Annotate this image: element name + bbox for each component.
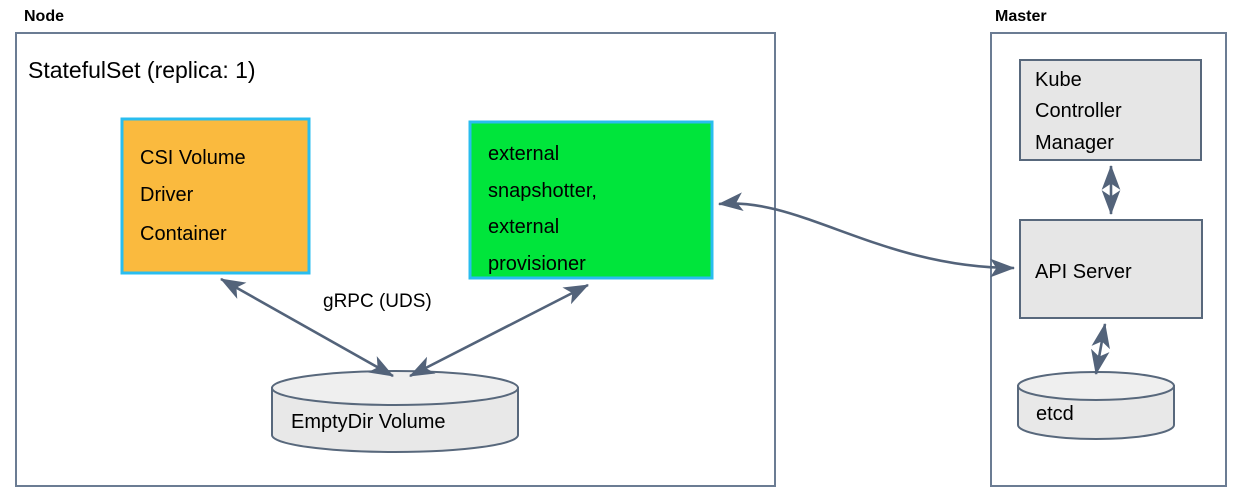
box-kube-controller-manager[interactable]: Kube Controller Manager bbox=[1019, 59, 1202, 161]
csi-driver-line-2: Driver bbox=[140, 184, 194, 206]
edge-csi-driver-to-emptydir bbox=[220, 277, 394, 378]
csi-driver-line-3: Container bbox=[140, 223, 227, 245]
cylinder-etcd[interactable]: etcd bbox=[1017, 371, 1175, 440]
zone-label-master: Master bbox=[995, 8, 1047, 25]
kcm-line-2: Controller bbox=[1035, 100, 1122, 122]
external-sidecars-line-3: external bbox=[488, 216, 559, 238]
external-sidecars-line-2: snapshotter, bbox=[488, 180, 597, 202]
external-sidecars-line-1: external bbox=[488, 143, 559, 165]
etcd-label: etcd bbox=[1036, 403, 1074, 425]
cylinder-emptydir-volume[interactable]: EmptyDir Volume bbox=[271, 370, 519, 453]
external-sidecars-line-4: provisioner bbox=[488, 253, 586, 275]
kcm-line-3: Manager bbox=[1035, 132, 1114, 154]
edge-api-server-to-etcd bbox=[1091, 322, 1110, 376]
emptydir-label: EmptyDir Volume bbox=[291, 411, 446, 433]
edge-sidecars-to-emptydir bbox=[409, 283, 589, 378]
api-server-label: API Server bbox=[1035, 261, 1132, 283]
box-csi-volume-driver-container[interactable]: CSI Volume Driver Container bbox=[120, 117, 311, 275]
zone-label-node: Node bbox=[24, 8, 64, 25]
box-external-sidecars[interactable]: external snapshotter, external provision… bbox=[468, 120, 714, 280]
edge-sidecars-to-api-server bbox=[717, 192, 1016, 278]
statefulset-title: StatefulSet (replica: 1) bbox=[28, 57, 256, 83]
box-api-server[interactable]: API Server bbox=[1019, 219, 1203, 319]
kcm-line-1: Kube bbox=[1035, 69, 1082, 91]
csi-driver-line-1: CSI Volume bbox=[140, 147, 246, 169]
edge-label-grpc-uds: gRPC (UDS) bbox=[323, 291, 432, 312]
